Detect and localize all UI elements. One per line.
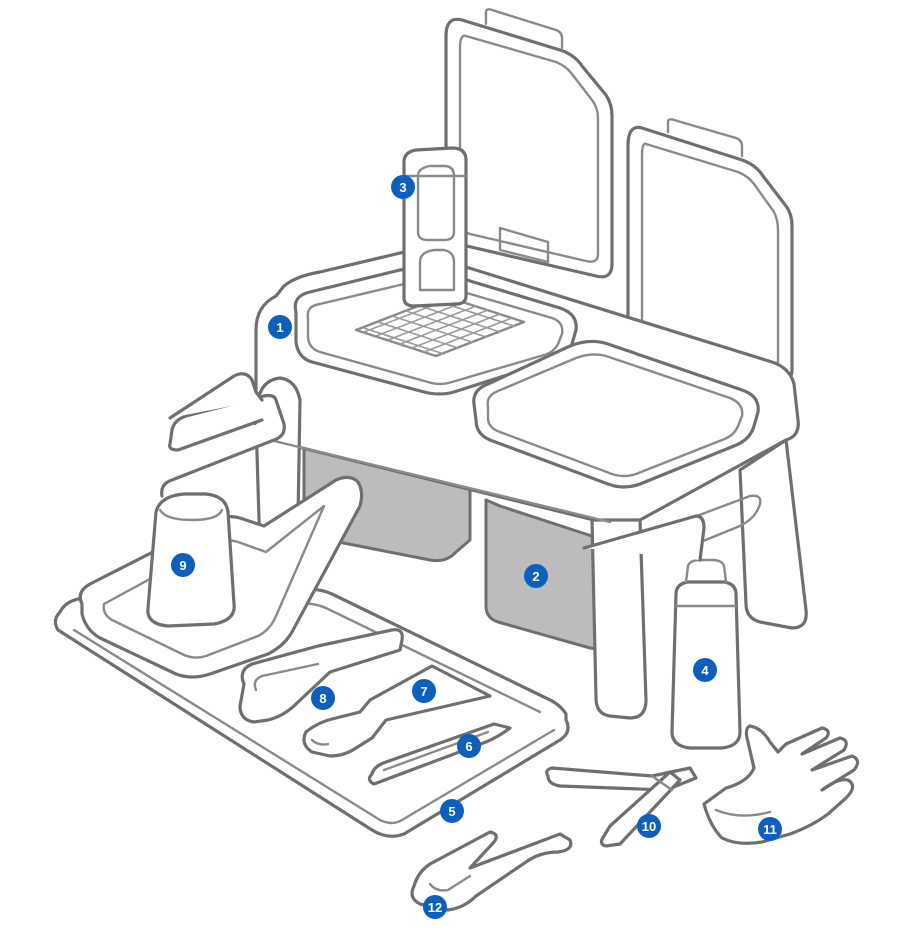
- marker-10: 10: [637, 814, 661, 838]
- removal-tool: [410, 830, 573, 912]
- marker-11: 11: [758, 817, 782, 841]
- marker-3: 3: [391, 175, 415, 199]
- wash-station-body: [254, 250, 808, 720]
- marker-1-badge: [268, 315, 292, 339]
- marker-6-badge: [457, 734, 481, 758]
- marker-10-badge: [637, 814, 661, 838]
- marker-4-badge: [693, 658, 717, 682]
- marker-8-label: 8: [319, 691, 326, 706]
- scraper-tool: [238, 628, 404, 724]
- marker-12: 12: [423, 895, 447, 919]
- marker-4-label: 4: [701, 663, 709, 678]
- marker-11-label: 11: [763, 822, 777, 837]
- spatula-tool: [302, 664, 492, 758]
- marker-5-label: 5: [448, 804, 455, 819]
- marker-3-badge: [391, 175, 415, 199]
- marker-1: 1: [268, 315, 292, 339]
- marker-9-label: 9: [179, 558, 186, 573]
- marker-10-label: 10: [642, 819, 656, 834]
- marker-3-label: 3: [399, 180, 406, 195]
- marker-6: 6: [457, 734, 481, 758]
- marker-5: 5: [440, 799, 464, 823]
- marker-1-label: 1: [276, 320, 283, 335]
- marker-4: 4: [693, 658, 717, 682]
- marker-7: 7: [412, 679, 436, 703]
- marker-5-badge: [440, 799, 464, 823]
- marker-2: 2: [524, 564, 548, 588]
- left-lid: [444, 8, 614, 279]
- marker-9-badge: [171, 553, 195, 577]
- marker-8: 8: [311, 686, 335, 710]
- marker-2-label: 2: [532, 569, 539, 584]
- marker-6-label: 6: [465, 739, 472, 754]
- marker-2-badge: [524, 564, 548, 588]
- marker-11-badge: [758, 817, 782, 841]
- marker-7-badge: [412, 679, 436, 703]
- basket-handle: [402, 146, 468, 308]
- basket-perforation: [363, 297, 515, 355]
- marker-8-badge: [311, 686, 335, 710]
- marker-12-badge: [423, 895, 447, 919]
- marker-7-label: 7: [420, 684, 427, 699]
- marker-9: 9: [171, 553, 195, 577]
- marker-12-label: 12: [428, 900, 442, 915]
- flush-cutters: [545, 766, 698, 848]
